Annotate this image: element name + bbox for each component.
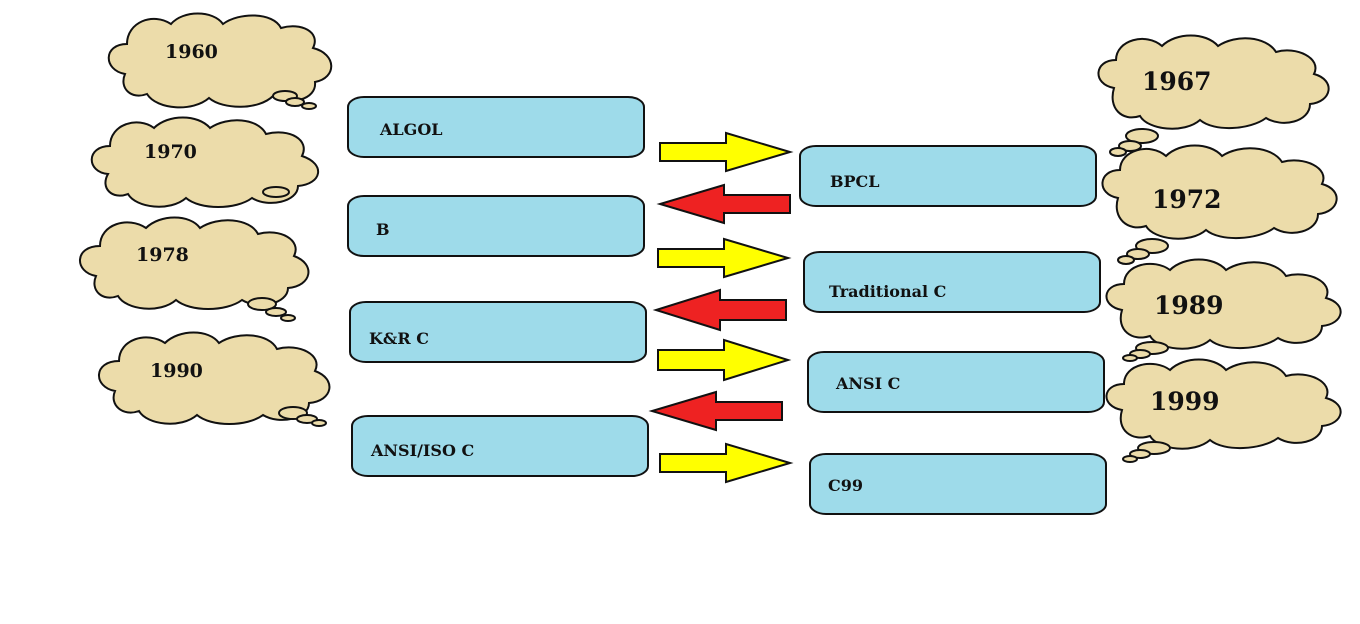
left-year-text: 1960 (165, 41, 218, 63)
right-year-text: 1972 (1152, 185, 1222, 214)
left-year-cloud-1970: 1970 (90, 116, 320, 208)
box-label: C99 (828, 476, 863, 495)
box-traditional-c: Traditional C (803, 251, 1101, 313)
left-year-cloud-1978: 1978 (79, 216, 310, 322)
box-ansi-c: ANSI C (807, 351, 1105, 413)
box-kr-c: K&R C (349, 301, 647, 363)
left-year-cloud-1990: 1990 (98, 331, 331, 427)
box-label: ANSI/ISO C (370, 441, 474, 460)
box-label: ANSI C (835, 374, 900, 393)
right-year-text: 1989 (1154, 291, 1224, 320)
right-year-cloud-1999: 1999 (1105, 358, 1342, 463)
right-year-cloud-1989: 1989 (1105, 258, 1342, 362)
right-year-text: 1967 (1142, 67, 1212, 96)
box-bpcl: BPCL (799, 145, 1097, 207)
back-arrow-icon (648, 390, 783, 432)
forward-arrow-icon (659, 131, 794, 173)
left-year-text: 1970 (144, 141, 197, 163)
right-year-text: 1999 (1150, 387, 1220, 416)
box-c99: C99 (809, 453, 1107, 515)
box-algol: ALGOL (347, 96, 645, 158)
left-year-text: 1978 (136, 244, 189, 266)
back-arrow-icon (652, 288, 787, 332)
left-year-cloud-1960: 1960 (107, 12, 333, 110)
box-label: Traditional C (829, 282, 946, 301)
forward-arrow-icon (659, 442, 794, 484)
forward-arrow-icon (657, 237, 792, 279)
box-label: BPCL (830, 172, 880, 191)
box-label: K&R C (369, 329, 429, 348)
box-label: B (376, 220, 390, 239)
box-label: ALGOL (379, 120, 443, 139)
back-arrow-icon (656, 183, 791, 225)
box-ansi-iso-c: ANSI/ISO C (351, 415, 649, 477)
left-year-text: 1990 (150, 360, 203, 382)
box-b: B (347, 195, 645, 257)
right-year-cloud-1972: 1972 (1101, 144, 1338, 265)
right-year-cloud-1967: 1967 (1097, 34, 1330, 157)
forward-arrow-icon (657, 338, 792, 382)
